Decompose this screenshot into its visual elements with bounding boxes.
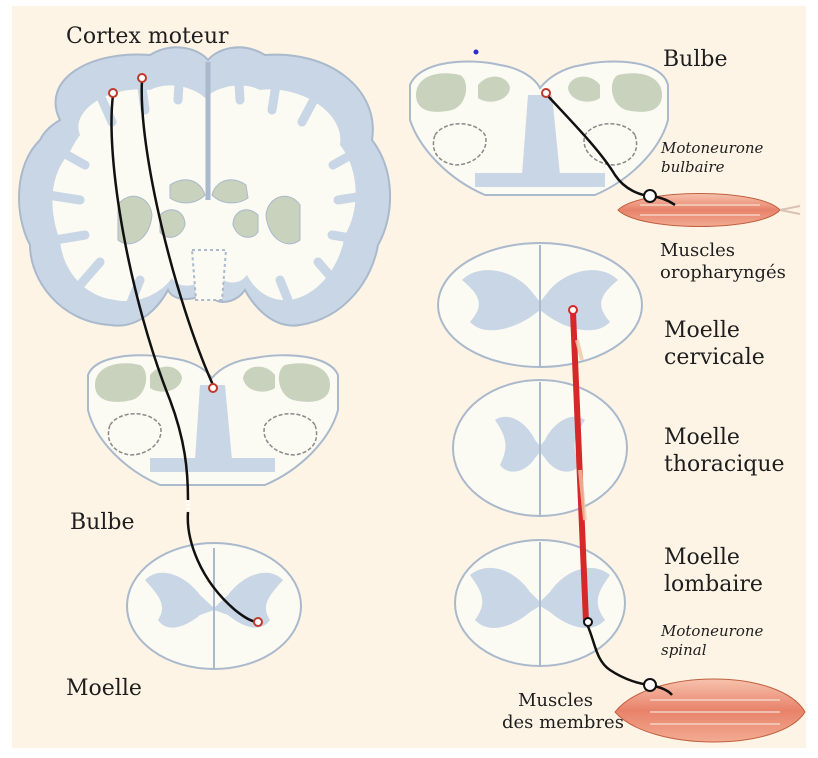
label-muscles-membres-line1: Muscles <box>518 690 593 711</box>
label-muscles-oro-line2: oropharyngés <box>660 262 786 283</box>
label-moto-bulbaire-line1: Motoneurone <box>661 139 763 157</box>
limb-muscle-icon <box>615 679 805 742</box>
label-bulbe-left: Bulbe <box>70 510 134 536</box>
label-moto-bulbaire-line2: bulbaire <box>661 158 724 176</box>
left-moelle-section-icon <box>127 543 301 669</box>
label-moelle-left: Moelle <box>66 676 142 702</box>
moelle-cervicale-section-icon <box>438 243 642 367</box>
label-muscles-oro-line1: Muscles <box>660 240 735 261</box>
label-muscles-membres-line2: des membres <box>502 712 624 733</box>
label-thoracique-line1: Moelle <box>664 425 740 451</box>
label-cervicale-line1: Moelle <box>664 318 740 344</box>
moelle-thoracique-section-icon <box>453 380 627 516</box>
label-thoracique-line2: thoracique <box>664 452 785 478</box>
label-moto-spinal-line1: Motoneurone <box>661 622 763 640</box>
label-cervicale-line2: cervicale <box>664 345 765 371</box>
label-lombaire-line1: Moelle <box>664 545 740 571</box>
label-lombaire-line2: lombaire <box>664 572 763 598</box>
label-cortex-moteur: Cortex moteur <box>66 24 229 50</box>
moelle-lombaire-section-icon <box>455 540 625 666</box>
right-bulbe-section-icon <box>410 50 668 196</box>
brain-coronal-section-icon <box>19 47 390 325</box>
label-moto-spinal-line2: spinal <box>661 641 707 659</box>
label-bulbe-right: Bulbe <box>663 47 727 73</box>
left-bulbe-section-icon <box>88 355 338 485</box>
